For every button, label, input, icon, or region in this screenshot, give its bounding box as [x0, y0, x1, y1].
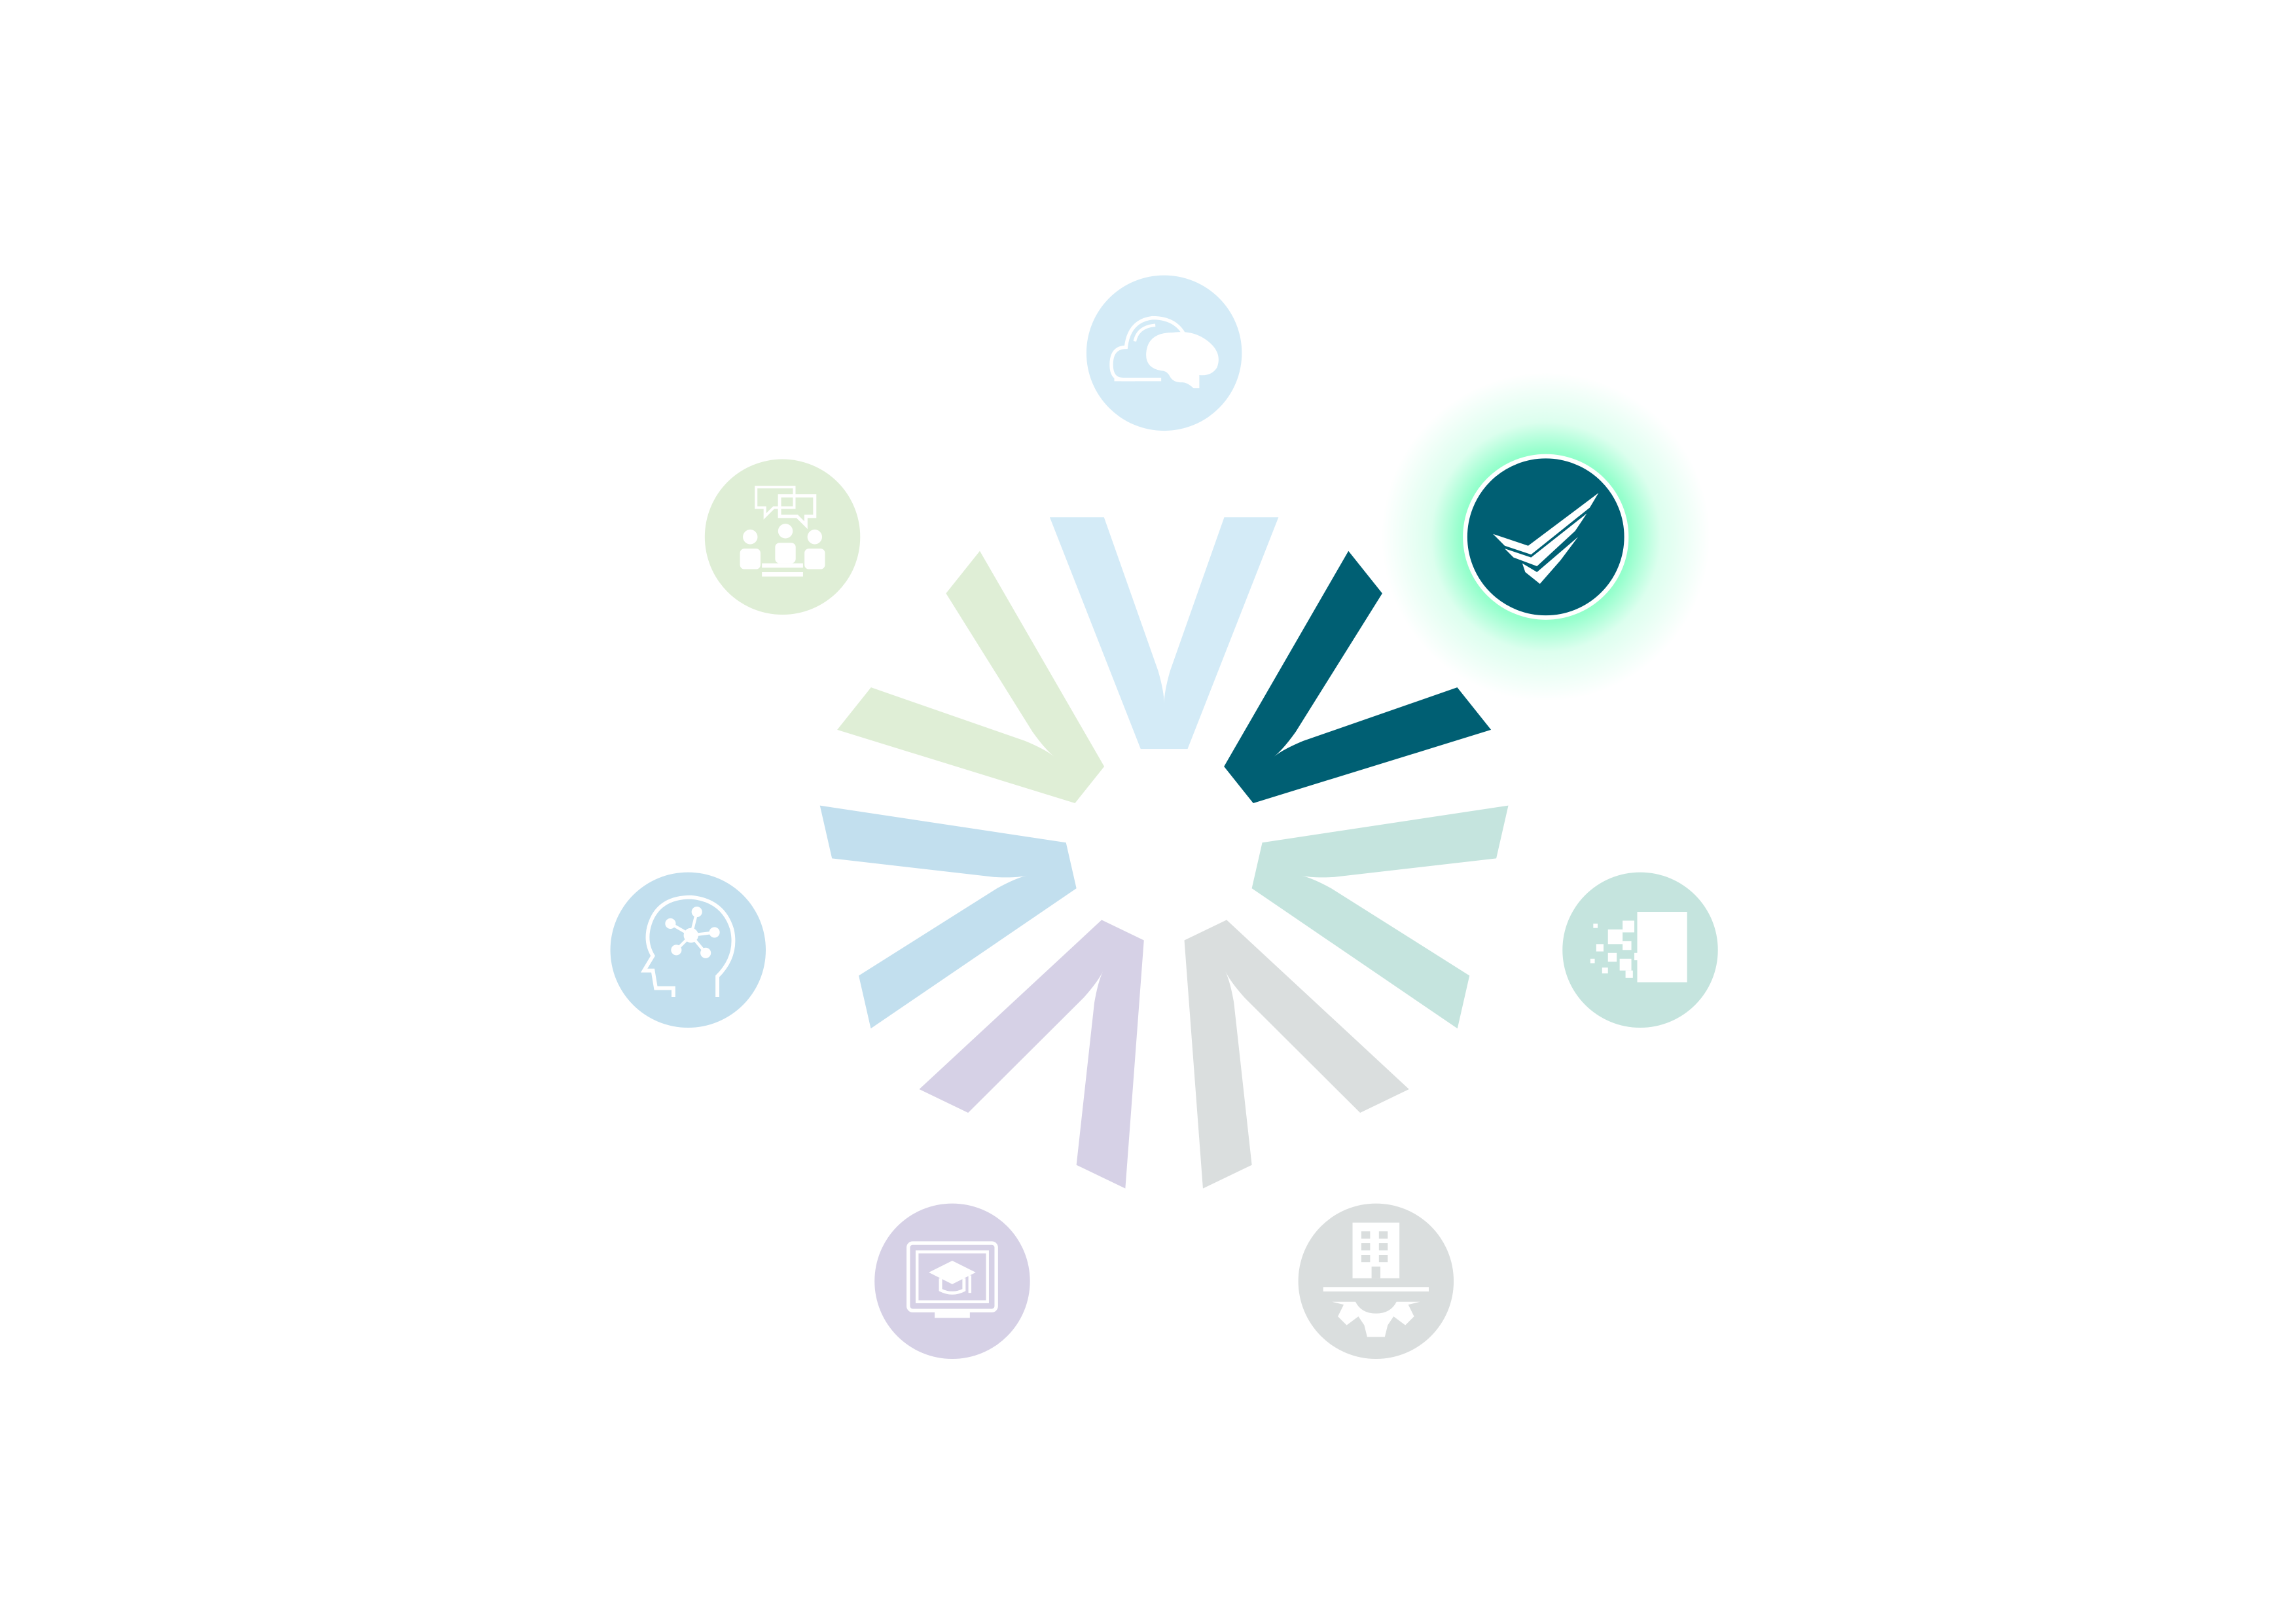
checkmark-shield-icon[interactable]	[1381, 372, 1710, 702]
chevron-segment-data-transform[interactable]	[1232, 754, 1509, 1029]
chevron-segment-ai-mind[interactable]	[819, 754, 1097, 1029]
building-gear-icon-glyph	[1323, 1222, 1429, 1337]
team-discussion-icon-glyph	[740, 486, 825, 577]
chevron-segment-e-learning[interactable]	[919, 880, 1225, 1189]
monitor-graduation-icon[interactable]	[874, 1203, 1030, 1360]
icon-circle	[610, 872, 766, 1028]
chevron-ring	[819, 517, 1509, 1189]
cloud-brain-icon[interactable]	[1086, 275, 1242, 431]
chevron-segment-industry[interactable]	[1102, 880, 1409, 1189]
team-discussion-icon[interactable]	[704, 459, 861, 615]
chevron-segment-cloud-ai[interactable]	[1049, 517, 1279, 749]
pixel-dissolve-icon[interactable]	[1562, 872, 1718, 1028]
building-gear-icon[interactable]	[1298, 1203, 1454, 1360]
head-network-icon-glyph	[640, 895, 736, 997]
icon-ring	[610, 275, 1718, 1360]
head-network-icon[interactable]	[610, 872, 766, 1028]
cloud-brain-icon-glyph	[1109, 316, 1219, 389]
icon-circle	[1298, 1203, 1454, 1360]
chevron-segment-quality-check[interactable]	[1168, 550, 1492, 875]
chevron-segment-collaboration[interactable]	[837, 550, 1161, 875]
checkmark-shield-icon-glyph	[1493, 493, 1599, 584]
pixel-dissolve-icon-glyph	[1590, 912, 1687, 983]
monitor-graduation-icon-glyph	[906, 1241, 998, 1318]
